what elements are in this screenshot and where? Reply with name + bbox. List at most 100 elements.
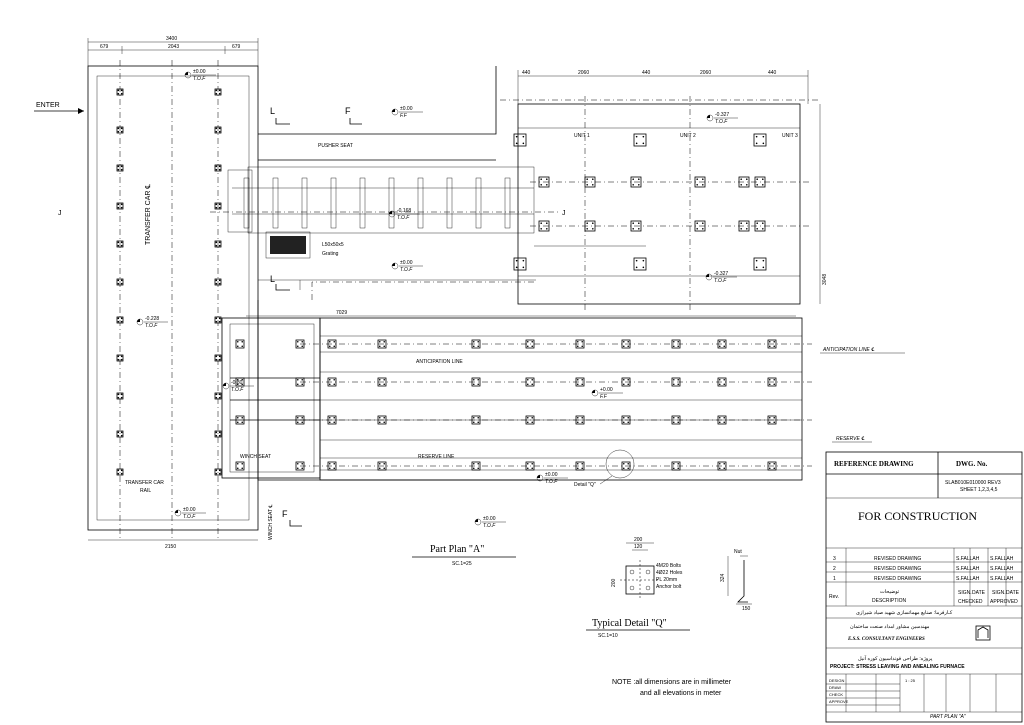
winch-seat-side-label: WINCH SEAT ℄: [268, 504, 274, 540]
rail-anchor: [717, 461, 727, 471]
reserve-line-label: RESERVE LINE: [418, 454, 455, 460]
svg-text:Part Plan "A": Part Plan "A": [430, 544, 484, 555]
signature-role: APPROVE: [829, 699, 849, 704]
part-plan-title: Part Plan "A" SC.1=25: [412, 544, 516, 567]
rail-anchor: [235, 461, 245, 471]
svg-text:SLAB010E010000 REV3: SLAB010E010000 REV3: [945, 480, 1001, 486]
svg-text:SIGN.: SIGN.: [958, 590, 972, 596]
employer-label: كـارفرما: صنايع مهماتسازی شهيد صياد شيرا…: [856, 610, 953, 616]
rail-anchor: [327, 461, 337, 471]
elevation-value: ±0.00: [193, 69, 206, 75]
sheet-title: PART PLAN "A": [930, 714, 966, 720]
dim-3400: 3400: [166, 36, 177, 42]
section-mark-j-right: J: [562, 210, 566, 217]
rail-pad: [116, 316, 124, 324]
rail-anchor: [525, 461, 535, 471]
svg-text:Anchor bolt: Anchor bolt: [656, 584, 682, 590]
rail-pad: [116, 126, 124, 134]
svg-text:7029: 7029: [336, 310, 347, 316]
rail-anchor: [377, 415, 387, 425]
unit-2-label: UNIT 2: [680, 133, 696, 139]
elevation-value: -0.228: [145, 316, 159, 322]
rail-anchor: [377, 339, 387, 349]
pusher-post: [272, 177, 279, 229]
unit-1-label: UNIT 1: [574, 133, 590, 139]
signature-role: DRAW: [829, 685, 841, 690]
svg-text:DATE: DATE: [1006, 590, 1020, 596]
pusher-post: [475, 177, 482, 229]
pusher-post: [243, 177, 250, 229]
rail-pad: [214, 316, 222, 324]
svg-text:2060: 2060: [700, 70, 711, 76]
elevation-ref: T.O.F: [183, 514, 196, 520]
rail-pad: [116, 354, 124, 362]
rail-anchor: [525, 339, 535, 349]
svg-text:2043: 2043: [168, 44, 179, 50]
svg-text:توضیحات: توضیحات: [880, 589, 900, 595]
elevation-ref: T.O.F: [397, 215, 410, 221]
enter-arrow: ENTER: [34, 102, 84, 114]
rail-anchor: [471, 377, 481, 387]
unit-pad: [633, 257, 647, 271]
elevation-ref: T.O.F: [715, 119, 728, 125]
rail-anchor: [717, 339, 727, 349]
rail-pad: [214, 278, 222, 286]
svg-text:SHEET 1,2,3,4,5: SHEET 1,2,3,4,5: [960, 487, 998, 493]
consultant-label: E.S.S. CONSULTANT ENGINEERS: [847, 637, 925, 642]
note: NOTE :all dimensions are in millimeter a…: [612, 679, 732, 697]
svg-text:440: 440: [768, 70, 777, 76]
svg-text:PL 20mm: PL 20mm: [656, 577, 677, 583]
revision-sign: S.FALLAH: [990, 576, 1014, 582]
project-label: PROJECT: STRESS LEAVING AND ANEALING FUR…: [830, 664, 965, 670]
rail-anchor: [575, 377, 585, 387]
rail-anchor: [575, 461, 585, 471]
elevation-value: ±0.00: [400, 106, 413, 112]
rail-anchor: [767, 377, 777, 387]
svg-text:679: 679: [232, 44, 241, 50]
anticipation-cl-label: ANTICIPATION LINE ℄: [822, 347, 875, 353]
rail-pad: [214, 430, 222, 438]
typical-detail-q: 200 120 200 4M20 Bolts 4Ø22 Holes PL 20m…: [611, 537, 752, 612]
rail-anchor: [575, 339, 585, 349]
dwg-no-label: DWG. No.: [956, 460, 988, 468]
section-marks: L F L F: [270, 106, 362, 527]
unit-pad: [513, 133, 527, 147]
svg-text:150: 150: [742, 606, 751, 612]
elevation-value: ±0.00: [183, 507, 196, 513]
transfer-car-label: TRANSFER CAR ℄: [145, 184, 152, 245]
rail-anchor: [671, 339, 681, 349]
svg-text:DESCRIPTION: DESCRIPTION: [872, 598, 907, 604]
svg-text:مهندسين مشاور امداد صنعت ساختم: مهندسين مشاور امداد صنعت ساختمان: [850, 624, 930, 630]
rail-anchor: [671, 415, 681, 425]
rail-anchor: [767, 461, 777, 471]
pusher-post: [330, 177, 337, 229]
pusher-seat-region: PUSHER SEAT J J L50x50x5 Grating: [58, 66, 566, 300]
svg-text:SC.1=25: SC.1=25: [452, 561, 472, 567]
rail-anchor: [671, 461, 681, 471]
rail-pad: [116, 240, 124, 248]
svg-text:Rev.: Rev.: [829, 594, 839, 600]
revision-description: REVISED DRAWING: [874, 556, 921, 562]
unit-pad: [753, 133, 767, 147]
note-line-2: and all elevations in meter: [640, 690, 722, 697]
svg-text:SIGN.: SIGN.: [992, 590, 1006, 596]
pusher-post: [301, 177, 308, 229]
pusher-post: [417, 177, 424, 229]
elevation-value: -0.327: [714, 271, 728, 277]
scale-value: 1 : 25: [905, 678, 916, 683]
rail-pad: [214, 392, 222, 400]
unit-pad: [513, 257, 527, 271]
rail-pad: [116, 430, 124, 438]
elevation-ref: T.O.F: [231, 387, 244, 393]
rail-pad: [214, 88, 222, 96]
rail-anchor: [621, 377, 631, 387]
rail-anchor: [471, 339, 481, 349]
track-region: 7029 ANTICIPATION LINE RESERVE LINE WINC…: [221, 300, 905, 540]
rail-anchor: [525, 377, 535, 387]
rail-pad: [214, 126, 222, 134]
elevation-value: +0.00: [600, 387, 613, 393]
elevation-ref: T.O.F: [193, 76, 206, 82]
